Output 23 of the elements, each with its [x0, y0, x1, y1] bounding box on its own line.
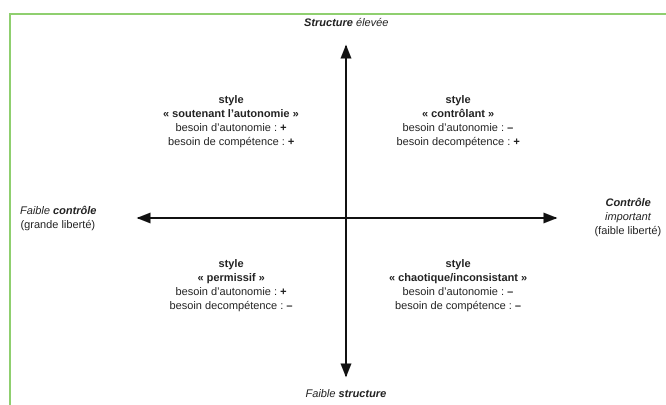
axis-label: important: [605, 211, 651, 224]
quadrant-heading: style: [218, 258, 244, 271]
axis-note: (faible liberté): [594, 225, 662, 238]
quadrant-title: « contrôlant »: [422, 108, 494, 121]
need-line: besoin d’autonomie : +: [176, 122, 287, 135]
axis-label: Faible structure: [306, 388, 386, 401]
quadrant-title: « chaotique/inconsistant »: [389, 272, 528, 285]
quadrant-heading: style: [446, 94, 471, 107]
need-line: besoin de compétence : –: [395, 300, 521, 313]
need-line: besoin d’autonomie : –: [402, 286, 514, 299]
axis-label: Structure élevée: [304, 17, 388, 30]
axis-label: Faible contrôle: [20, 205, 96, 218]
need-line: besoin decompétence : –: [170, 300, 292, 313]
need-line: besoin d’autonomie : –: [402, 122, 514, 135]
need-line: besoin decompétence : +: [396, 136, 520, 149]
need-line: besoin d’autonomie : +: [176, 286, 287, 299]
quadrant-title: « soutenant l’autonomie »: [163, 108, 299, 121]
axis-label: Contrôle: [606, 197, 651, 210]
quadrant-heading: style: [218, 94, 244, 107]
quadrant-title: « permissif »: [198, 272, 265, 285]
quadrant-heading: style: [446, 258, 471, 271]
need-line: besoin de compétence : +: [168, 136, 294, 149]
axis-note: (grande liberté): [20, 219, 96, 232]
